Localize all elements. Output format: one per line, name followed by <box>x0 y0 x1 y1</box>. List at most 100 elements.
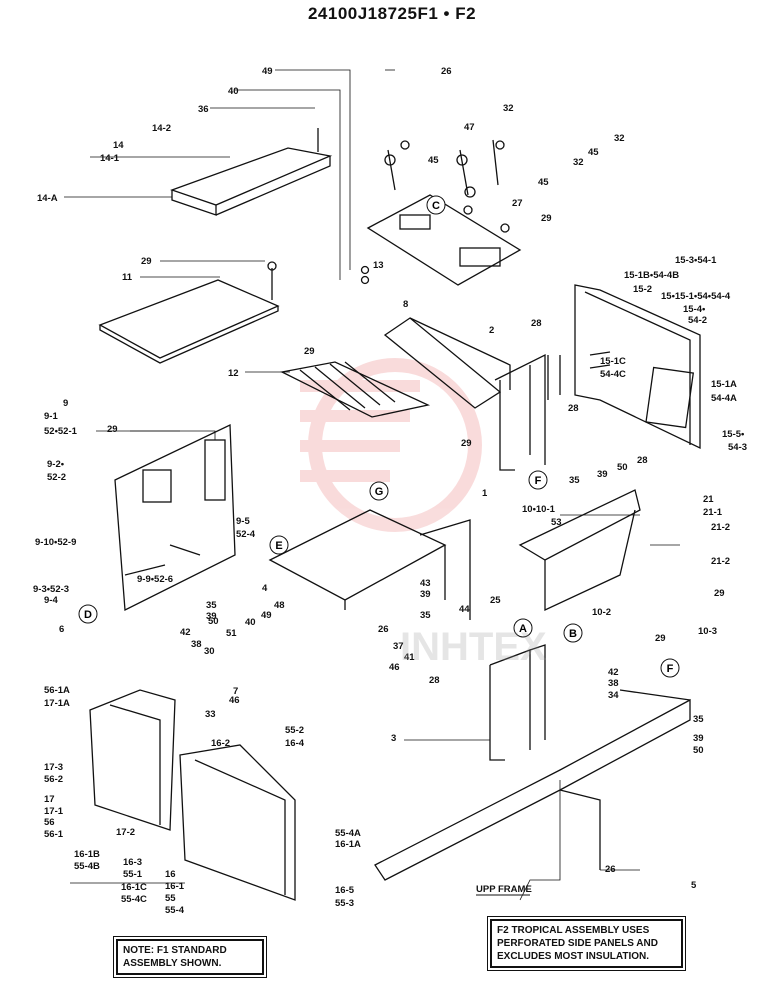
label: 52•52-1 <box>44 426 78 437</box>
top-cover-14 <box>170 128 333 216</box>
note-standard-assembly: NOTE: F1 STANDARD ASSEMBLY SHOWN. <box>113 936 267 978</box>
label: 21-2 <box>711 556 730 567</box>
callout-C: C <box>426 195 446 215</box>
label: 49 <box>261 610 272 621</box>
callout-G: G <box>369 481 389 501</box>
label: 8 <box>403 299 408 310</box>
label: 27 <box>512 198 523 209</box>
label: 55-2 <box>285 725 304 736</box>
middle-frame-4 <box>268 509 471 620</box>
label: 48 <box>274 600 285 611</box>
label: 40 <box>245 617 256 628</box>
label: 14-2 <box>152 123 171 134</box>
callout-D: D <box>78 604 98 624</box>
bracket-10 <box>518 489 641 612</box>
label: 32 <box>573 157 584 168</box>
label: 53 <box>551 517 562 528</box>
label: 15-2 <box>633 284 652 295</box>
label: 34 <box>608 690 619 701</box>
label: 9-10•52-9 <box>35 537 76 548</box>
label: 52-4 <box>236 529 256 540</box>
label: 25 <box>490 595 501 606</box>
label: 41 <box>404 652 415 663</box>
label: 42 <box>608 667 619 678</box>
grille-12 <box>279 361 431 418</box>
svg-text:A: A <box>519 623 527 635</box>
svg-text:G: G <box>375 486 384 498</box>
label: 43 <box>420 578 431 589</box>
watermark-emblem <box>300 358 482 532</box>
label: 29 <box>655 633 666 644</box>
svg-text:C: C <box>432 200 440 212</box>
label: 40 <box>228 86 239 97</box>
note-line: EXCLUDES MOST INSULATION. <box>497 951 650 962</box>
control-panel-13 <box>360 139 522 286</box>
side-panels-16-17 <box>89 689 296 901</box>
label: 33 <box>205 709 216 720</box>
label: 16-1 <box>165 881 185 892</box>
label: 55-3 <box>335 898 354 909</box>
note-line: NOTE: F1 STANDARD <box>123 945 227 956</box>
label: 14-A <box>37 193 58 204</box>
label: 16-4 <box>285 738 305 749</box>
label: 54-4C <box>600 369 626 380</box>
label: 26 <box>378 624 389 635</box>
label: 54-4A <box>711 393 737 404</box>
callout-B: B <box>563 623 583 643</box>
label: 46 <box>389 662 400 673</box>
label: 5 <box>691 880 697 891</box>
note-tropical-assembly: F2 TROPICAL ASSEMBLY USES PERFORATED SID… <box>487 916 686 971</box>
svg-text:E: E <box>275 540 282 552</box>
base-plate-11 <box>98 261 280 364</box>
label: 28 <box>637 455 648 466</box>
callout-A: A <box>513 618 533 638</box>
label: 29 <box>107 424 118 435</box>
note-line: F2 TROPICAL ASSEMBLY USES <box>497 925 650 936</box>
label: 35 <box>693 714 704 725</box>
label: 7 <box>233 686 238 697</box>
label: 37 <box>393 641 404 652</box>
label: 10-3 <box>698 626 717 637</box>
label: 17-3 <box>44 762 63 773</box>
label: 16-5 <box>335 885 355 896</box>
label: 50 <box>208 616 219 627</box>
label: 16-2 <box>211 738 230 749</box>
svg-text:F: F <box>535 475 542 487</box>
label: 39 <box>597 469 608 480</box>
label: 28 <box>429 675 440 686</box>
label: 54-3 <box>728 442 747 453</box>
upp-frame <box>374 689 691 881</box>
callout-letters: A B C D E F F G <box>78 195 680 678</box>
label: 11 <box>122 272 133 283</box>
label: 39 <box>206 611 217 622</box>
label: 9 <box>63 398 68 409</box>
label: 55 <box>165 893 176 904</box>
label: 21-1 <box>703 507 723 518</box>
label: 4 <box>262 583 268 594</box>
label: 15-1A <box>711 379 737 390</box>
label: 38 <box>608 678 619 689</box>
label: 28 <box>531 318 542 329</box>
label: 21 <box>703 494 714 505</box>
label: 29 <box>461 438 472 449</box>
label: 6 <box>59 624 64 635</box>
callout-F-right: F <box>660 658 680 678</box>
label: 9-4 <box>44 595 58 606</box>
label: 49 <box>262 66 273 77</box>
label: 17-2 <box>116 827 135 838</box>
label: 52-2 <box>47 472 66 483</box>
label: 56 <box>44 817 55 828</box>
label: 10•10-1 <box>522 504 556 515</box>
svg-text:B: B <box>569 628 577 640</box>
label: 55-4C <box>121 894 147 905</box>
label: 51 <box>226 628 237 639</box>
label: 39 <box>693 733 704 744</box>
label: 42 <box>180 627 191 638</box>
label: 9-5 <box>236 516 250 527</box>
label: 47 <box>464 122 475 133</box>
label: 10-2 <box>592 607 611 618</box>
label: 1 <box>482 488 488 499</box>
upp-frame-label: UPP FRAME <box>476 884 532 896</box>
